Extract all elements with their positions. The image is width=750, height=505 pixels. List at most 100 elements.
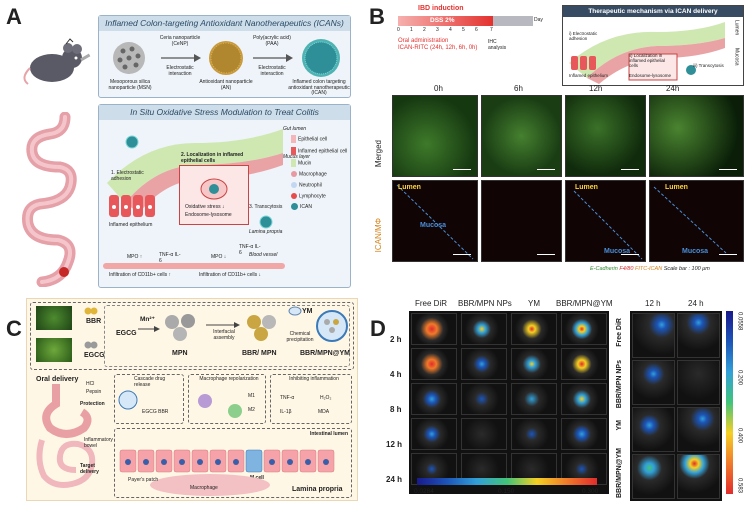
mech-mucosa: Mucosa: [733, 48, 740, 66]
bbr-mpn-label: BBR/ MPN: [242, 350, 277, 357]
ivis-8h-bbrmpnym: [561, 383, 607, 415]
final-label: BBR/MPN@YM: [300, 350, 350, 357]
exvivo-ym-12h: [632, 407, 675, 452]
ivis-8h-bbrmpn: [461, 383, 507, 415]
oral-admin-detail: ICAN-RITC (24h, 12h, 6h, 0h): [398, 45, 478, 51]
tick-2: 2: [423, 27, 426, 33]
h2o2-label: H₂O₂: [320, 395, 332, 401]
epithelial-lining-graphic: [119, 449, 335, 473]
lumen-label-12h: Lumen: [575, 184, 598, 191]
ican-synthesis-title: Inflamed Colon-targeting Antioxidant Nan…: [99, 16, 350, 31]
transcytosis-ican-icon: [259, 215, 273, 229]
ivis-4h-ym: [511, 348, 557, 380]
inflamed-epithelium-label: Inflamed epithelium: [109, 222, 153, 228]
tick-7: 7: [490, 27, 493, 33]
macrophage-box: [188, 374, 266, 424]
right-row-ym: YM: [616, 420, 623, 431]
mechanism-box: Therapeutic mechanism via ICAN delivery …: [562, 5, 744, 86]
egcg-bbr-label: EGCG BBR: [142, 409, 169, 415]
protection-label: Protection: [80, 401, 105, 407]
legend-epithelial: Epithelial cell: [291, 135, 349, 143]
ceria-label: Ceria nanoparticle (CeNP): [159, 35, 201, 47]
legend-neutrophil: Neutrophil: [291, 181, 349, 189]
plant-image-egcg: [36, 338, 72, 362]
time-12h: 12h: [589, 84, 603, 93]
gut-lumen-label: Gut lumen: [283, 126, 307, 132]
day-bar: [493, 16, 533, 26]
right-row-bbrmpnym: BBR/MPN@YM: [616, 448, 623, 498]
oral-admin-label: Oral administration: [398, 38, 449, 44]
ivis-4h-free: [411, 348, 457, 380]
arrow-right-icon-2: [253, 54, 293, 62]
legend-macrophage: Macrophage: [291, 171, 349, 178]
tick-4: 4: [449, 27, 452, 33]
dss-bar: [398, 16, 493, 26]
bbr-molecule-icon: [84, 307, 98, 315]
m1-label: M1: [248, 393, 255, 399]
lumen-label-0h: Lumen: [398, 184, 421, 191]
cascade-box: [114, 374, 184, 424]
step-2-label: 2. Localization in inflamed epithelial c…: [181, 152, 244, 164]
endosome-icon: [200, 178, 228, 200]
col-ym: YM: [528, 299, 540, 308]
exvivo-grid: [630, 311, 722, 501]
ican-full-label: Inflamed colon targeting antioxidant nan…: [288, 79, 350, 96]
mn-label: Mn²⁺: [140, 316, 155, 323]
vertical-color-scale: [726, 311, 733, 494]
right-col-12h: 12 h: [645, 299, 661, 308]
oxidative-label: Oxidative stress ↓: [185, 204, 225, 210]
mpn-particles-icon: [165, 314, 195, 341]
interfacial-label: Interfacial assembly: [213, 329, 235, 341]
legend-inflamed: Inflamed epithelial cell: [291, 147, 349, 155]
row-2h: 2 h: [390, 335, 402, 344]
ivis-4h-bbrmpnym: [561, 348, 607, 380]
exvivo-bbrmpnym-12h: [632, 454, 675, 499]
endosome-label: Endosome-lysosome: [185, 212, 232, 218]
msn-particle-icon: [113, 42, 145, 74]
vscale-2: 0.400: [736, 428, 743, 444]
right-col-24h: 24 h: [688, 299, 704, 308]
exvivo-free-24h: [677, 313, 720, 358]
vscale-3: 0.583: [736, 478, 743, 494]
cascade-label: Cascade drug release: [134, 376, 166, 388]
step-3-label: 3. Transcytosis: [249, 204, 283, 210]
arrow-mn-icon: [138, 326, 160, 332]
ym-shell-icon: [288, 306, 302, 316]
synthesis-inner-box: [104, 305, 350, 367]
ym-label: YM: [302, 308, 313, 315]
bbr-label: BBR: [86, 318, 102, 325]
digestive-tract-illustration: [36, 384, 96, 488]
tick-1: 1: [410, 27, 413, 33]
cascade-particle-icon: [118, 390, 138, 410]
mucosa-label-24h: Mucosa: [682, 248, 709, 255]
merged-image-6h: [481, 95, 562, 177]
panel-c-letter: C: [6, 316, 22, 341]
m2-label: M2: [248, 407, 255, 413]
pepsin-label: Pepsin: [86, 389, 102, 395]
color-scale-bar: [417, 478, 597, 485]
time-6h: 6h: [514, 84, 523, 93]
time-0h: 0h: [434, 84, 443, 93]
infiltration-up-label: Infiltration of CD11b+ cells ↑: [109, 272, 172, 278]
infiltration-down-label: Infiltration of CD11b+ cells ↓: [199, 272, 262, 278]
vscale-1: 0.200: [736, 370, 743, 386]
panel-d-letter: D: [370, 316, 386, 341]
mech-item-5: Inflamed epithelium: [569, 73, 609, 78]
peyers-patch-graphic: [150, 474, 270, 496]
tnf-right-label: TNF-α IL-6: [239, 244, 261, 256]
chemical-label: Chemical precipitation: [286, 331, 314, 343]
row-24h: 24 h: [386, 475, 403, 484]
plant-image-bbr: [36, 306, 72, 330]
ivis-12h-bbrmpn: [461, 418, 507, 450]
lamina-propria-label: Lamina propria: [249, 229, 283, 235]
caption-fitc: FITC-ICAN: [634, 266, 663, 272]
colon-illustration: [22, 112, 77, 287]
tnf-left-label: TNF-α IL-6: [159, 252, 181, 264]
vscale-0: 0.0558: [736, 312, 743, 331]
mouse-illustration: [23, 38, 91, 85]
target-delivery-label: Target delivery: [80, 463, 99, 475]
ivis-2h-bbrmpn: [461, 313, 507, 345]
step2-sub: Electrostatic interaction: [258, 65, 286, 77]
merged-image-24h: [649, 95, 744, 177]
inhibiting-box: [270, 374, 352, 424]
